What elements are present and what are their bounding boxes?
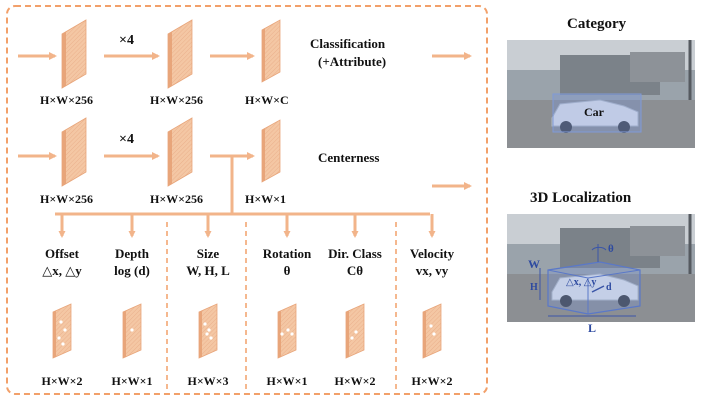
localization-photo: [507, 214, 695, 322]
centerness-title: Centerness: [318, 150, 379, 165]
localization-title: 3D Localization: [530, 190, 632, 206]
regression-head-velocity: Velocity vx, vy H×W×2: [410, 214, 455, 388]
head-name: Rotation: [263, 246, 312, 261]
head-shape-label: H×W×3: [187, 374, 228, 388]
regression-head-depth: Depth log (d) H×W×1: [111, 214, 153, 388]
head-shape-label: H×W×2: [41, 374, 82, 388]
repeat-label-1: ×4: [119, 33, 134, 48]
shape-label-2b: H×W×256: [150, 192, 203, 206]
category-car-label: Car: [584, 105, 605, 119]
head-name: Size: [197, 246, 220, 261]
head-output-block: [345, 303, 365, 359]
loc-w-label: W: [528, 257, 540, 271]
shape-label-1a: H×W×256: [40, 93, 93, 107]
head-formula: W, H, L: [186, 263, 230, 278]
category-title: Category: [567, 16, 627, 32]
localization-3d-box: [547, 261, 641, 315]
output-block-centerness: [261, 119, 281, 183]
head-output-block: [122, 303, 142, 359]
feature-block-1a: [61, 19, 87, 89]
regression-heads: Offset △x, △y H×W×2 Depth log (d) H×W×1 SizeW,…: [41, 214, 455, 388]
loc-d-label: d: [606, 282, 612, 293]
head-output-block: [52, 303, 72, 359]
loc-l-label: L: [588, 321, 596, 335]
head-name: Velocity: [410, 246, 455, 261]
head-output-block: [198, 303, 218, 359]
shape-label-centerness: H×W×1: [245, 192, 286, 206]
shape-label-1b: H×W×256: [150, 93, 203, 107]
head-shape-label: H×W×2: [411, 374, 452, 388]
head-output-block: [422, 303, 442, 359]
output-block-class: [261, 19, 281, 83]
head-formula: θ: [284, 263, 291, 278]
head-formula: △x, △y: [42, 263, 82, 278]
loc-h-label: H: [530, 282, 538, 293]
regression-head-rotation: Rotation θH×W×1: [263, 214, 312, 388]
category-photo: [507, 40, 695, 148]
category-bbox: [552, 93, 642, 133]
loc-offset-label: △x, △y: [566, 277, 596, 288]
head-shape-label: H×W×1: [111, 374, 152, 388]
feature-block-2a: [61, 117, 87, 187]
head-shape-label: H×W×1: [266, 374, 307, 388]
head-shape-label: H×W×2: [334, 374, 375, 388]
head-name: Offset: [45, 246, 80, 261]
head-name: Dir. Class: [328, 246, 382, 261]
classification-subtitle: (+Attribute): [318, 54, 386, 69]
shape-label-2a: H×W×256: [40, 192, 93, 206]
feature-block-1b: [167, 19, 193, 89]
head-output-block: [277, 303, 297, 359]
head-formula: log (d): [114, 263, 150, 278]
loc-theta-label: θ: [608, 243, 614, 255]
head-formula: Cθ: [347, 263, 363, 278]
repeat-label-2: ×4: [119, 132, 134, 147]
feature-block-2b: [167, 117, 193, 187]
head-name: Depth: [115, 246, 150, 261]
network-frame: [6, 5, 488, 395]
regression-head-size: Size W, H, L H×W×3: [186, 214, 230, 388]
regression-head-offset: Offset △x, △y H×W×2: [41, 214, 83, 388]
shape-label-class: H×W×C: [245, 93, 289, 107]
head-formula: vx, vy: [416, 263, 449, 278]
classification-title: Classification: [310, 36, 386, 51]
